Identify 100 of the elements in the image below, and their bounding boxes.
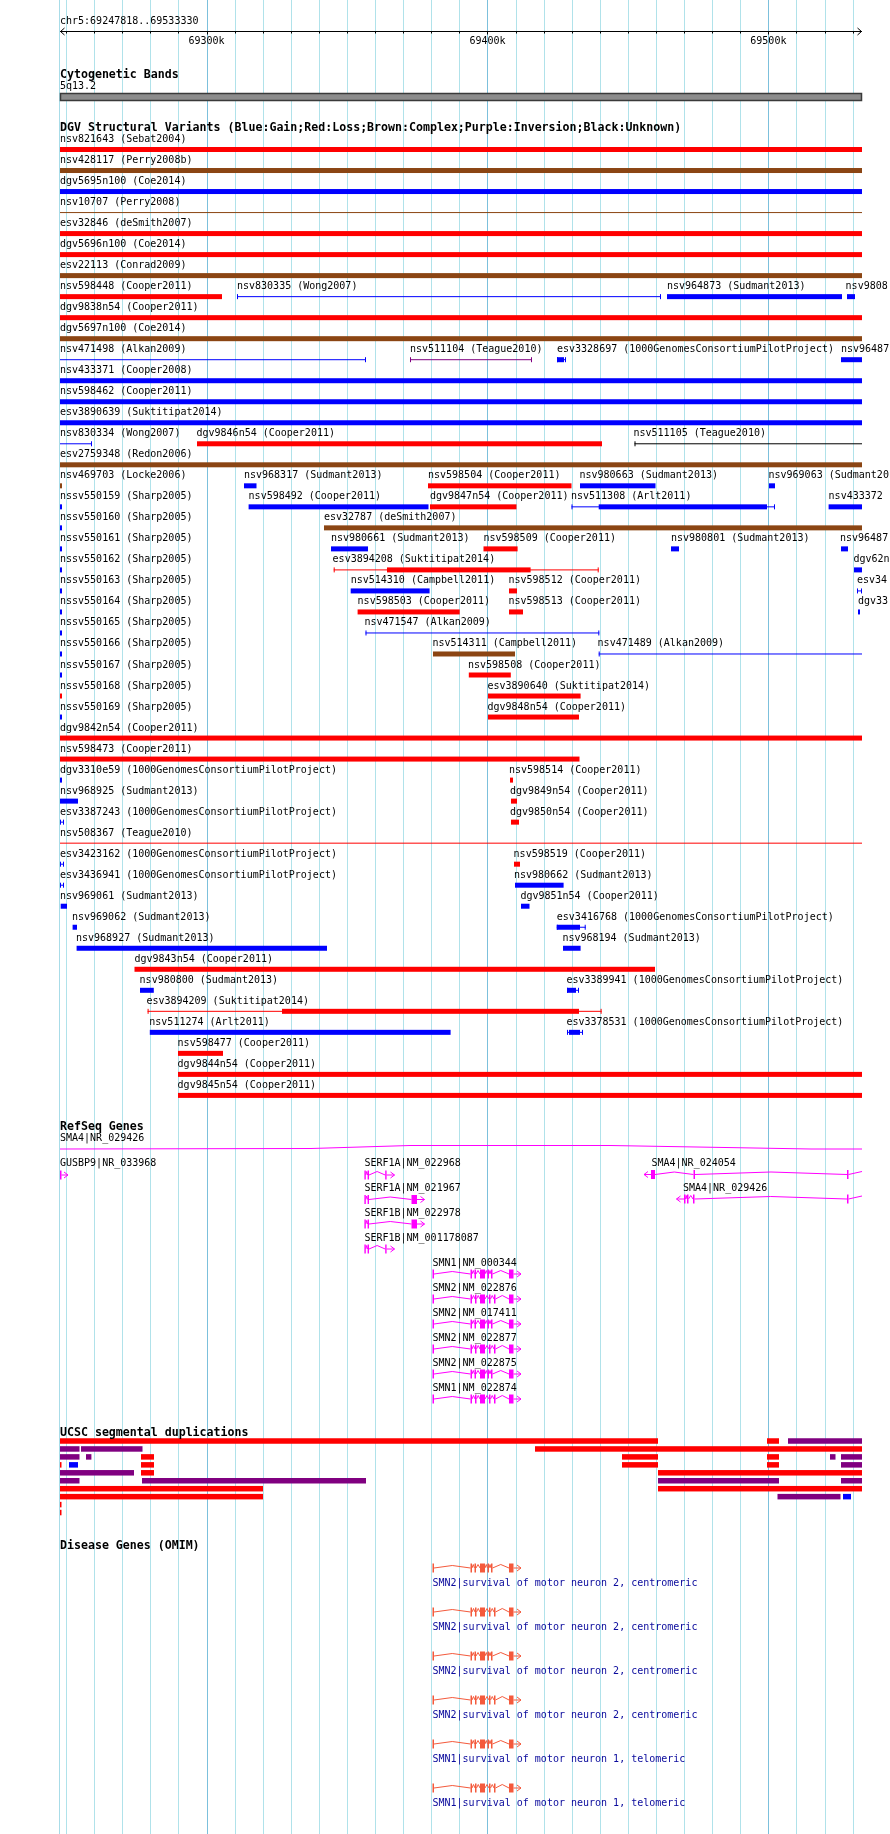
variant-label: nsv511308 (Arlt2011) <box>571 490 692 503</box>
variant-label: nsv980663 (Sudmant2013) <box>579 469 718 482</box>
track-heading: RefSeq Genes <box>60 1120 144 1132</box>
variant-label: nsv969062 (Sudmant2013) <box>72 910 211 923</box>
variant-label: nsv428117 (Perry2008b) <box>60 154 193 166</box>
variant-label: dgv9843n54 (Cooper2011) <box>134 952 273 965</box>
variant-label: nsv598504 (Cooper2011) <box>428 469 561 482</box>
gene-label: SERF1B|NM_022978 <box>364 1207 461 1219</box>
gene-label: SERF1B|NM_001178087 <box>364 1232 479 1244</box>
variant-label: nsv10707 (Perry2008) <box>60 196 181 209</box>
locus-label: chr5:69247818..69533330 <box>60 15 199 27</box>
variant-label: esv3416768 (1000GenomesConsortiumPilotProject) <box>556 910 834 923</box>
variant-label: nsv433372 <box>828 490 883 503</box>
variant-label: nssv550160 (Sharp2005) <box>60 511 193 524</box>
variant-label: dgv9850n54 (Cooper2011) <box>510 805 649 818</box>
variant-label: nssv550165 (Sharp2005) <box>60 616 193 629</box>
variant-label: esv3436941 (1000GenomesConsortiumPilotProject) <box>60 868 337 881</box>
variant-label: nsv433371 (Cooper2008) <box>60 364 193 377</box>
gene-label: SMA4|NR_024054 <box>651 1157 736 1169</box>
variant-label: nsv514310 (Campbell2011) <box>350 574 496 587</box>
variant-label: dgv9845n54 (Cooper2011) <box>177 1078 317 1091</box>
variant-label: nsv968317 (Sudmant2013) <box>244 469 383 482</box>
tick-label: 69300k <box>188 35 225 47</box>
variant-label: nsv969061 (Sudmant2013) <box>60 889 199 902</box>
variant-label: nsv511104 (Teague2010) <box>410 343 543 356</box>
variant-label: nssv550167 (Sharp2005) <box>60 658 193 671</box>
variant-label: nsv598519 (Cooper2011) <box>513 847 647 860</box>
variant-label: nsv471498 (Alkan2009) <box>60 343 187 356</box>
variant-label: nsv598492 (Cooper2011) <box>248 490 382 503</box>
gene-label: GUSBP9|NR_033968 <box>60 1157 157 1169</box>
variant-label: dgv9847n54 (Cooper2011) <box>430 490 569 503</box>
variant-label: nsv598508 (Cooper2011) <box>468 658 601 671</box>
variant-label: nsv96487 <box>840 532 889 545</box>
variant-label: esv2759348 (Redon2006) <box>60 448 193 461</box>
variant-label: nsv598513 (Cooper2011) <box>508 595 641 608</box>
variant-label: nsv968927 (Sudmant2013) <box>76 931 215 944</box>
disease-gene-label: SMN2|survival of motor neuron 2, centromeric <box>432 1665 698 1677</box>
gene-label: SMA4|NR_029426 <box>683 1182 768 1194</box>
variant-label: nsv598514 (Cooper2011) <box>509 763 642 776</box>
variant-label: nssv550163 (Sharp2005) <box>60 574 193 587</box>
variant-label: nssv550164 (Sharp2005) <box>60 595 193 608</box>
variant-label: dgv3310e59 (1000GenomesConsortiumPilotProject) <box>60 763 337 776</box>
gene-label: SERF1A|NM_021967 <box>364 1182 461 1194</box>
track-heading: Cytogenetic Bands <box>60 68 179 80</box>
disease-gene-label: SMN1|survival of motor neuron 1, telomeric <box>432 1797 686 1809</box>
variant-label: esv3378531 (1000GenomesConsortiumPilotProject) <box>566 1015 844 1028</box>
variant-label: nsv511105 (Teague2010) <box>633 427 766 440</box>
variant-label: nsv830334 (Wong2007) <box>60 427 181 440</box>
disease-gene-label: SMN1|survival of motor neuron 1, telomeric <box>432 1753 686 1765</box>
variant-label: esv3423162 (1000GenomesConsortiumPilotProject) <box>60 847 337 860</box>
variant-label: esv3894209 (Suktitipat2014) <box>146 994 309 1007</box>
variant-label: esv3389941 (1000GenomesConsortiumPilotProject) <box>566 973 844 986</box>
variant-label: esv22113 (Conrad2009) <box>60 259 187 272</box>
variant-label: nssv550169 (Sharp2005) <box>60 700 193 713</box>
variant-label: dgv9846n54 (Cooper2011) <box>196 427 335 440</box>
variant-label: nsv469703 (Locke2006) <box>60 469 187 482</box>
variant-label: nsv980800 (Sudmant2013) <box>139 973 279 986</box>
variant-label: nsv511274 (Arlt2011) <box>149 1015 270 1028</box>
variant-label: dgv62n <box>853 553 890 566</box>
gene-label: SMA4|NR_029426 <box>60 1132 145 1144</box>
variant-label: dgv5695n100 (Coe2014) <box>60 175 187 188</box>
variant-label: nsv598477 (Cooper2011) <box>177 1036 311 1049</box>
variant-label: nsv598462 (Cooper2011) <box>60 385 193 398</box>
variant-label: dgv9851n54 (Cooper2011) <box>520 889 659 902</box>
variant-label: nsv9808 <box>845 280 888 293</box>
disease-gene-label: SMN2|survival of motor neuron 2, centromeric <box>432 1577 698 1589</box>
variant-label: nsv969063 (Sudmant20 <box>768 469 889 482</box>
variant-label: nsv821643 (Sebat2004) <box>60 133 187 145</box>
variant-label: nsv598503 (Cooper2011) <box>357 595 491 608</box>
gene-label: SMN1|NM_000344 <box>432 1257 517 1269</box>
gene-label: SMN2|NM_017411 <box>432 1307 517 1319</box>
variant-label: esv32846 (deSmith2007) <box>60 217 193 230</box>
variant-label: esv3894208 (Suktitipat2014) <box>332 553 496 566</box>
gene-label: SMN2|NM_022876 <box>432 1282 517 1294</box>
variant-label: esv3328697 (1000GenomesConsortiumPilotProject) <box>557 343 834 356</box>
variant-label: esv34 <box>857 574 888 587</box>
variant-label: nssv550159 (Sharp2005) <box>60 490 193 503</box>
variant-label: dgv9848n54 (Cooper2011) <box>487 700 626 713</box>
variant-label: dgv9838n54 (Cooper2011) <box>60 301 199 314</box>
track-heading: DGV Structural Variants (Blue:Gain;Red:Loss;Brown:Complex;Purple:Inversion;Black:Unknown) <box>60 121 682 133</box>
variant-label: nssv550168 (Sharp2005) <box>60 679 193 692</box>
variant-label: nsv508367 (Teague2010) <box>60 826 193 839</box>
variant-label: dgv33 <box>858 595 889 608</box>
variant-label: nsv598473 (Cooper2011) <box>60 742 193 755</box>
track-heading: UCSC segmental duplications <box>60 1426 249 1438</box>
variant-label: nsv514311 (Campbell2011) <box>432 637 577 650</box>
variant-label: nssv550162 (Sharp2005) <box>60 553 193 566</box>
variant-label: esv3890640 (Suktitipat2014) <box>487 679 651 692</box>
gene-label: SMN2|NM_022875 <box>432 1357 517 1369</box>
variant-label: nsv968194 (Sudmant2013) <box>562 931 701 944</box>
variant-label: nsv598512 (Cooper2011) <box>508 574 641 587</box>
variant-label: nsv471547 (Alkan2009) <box>364 616 491 629</box>
variant-label: esv3890639 (Suktitipat2014) <box>60 406 223 419</box>
variant-label: esv3387243 (1000GenomesConsortiumPilotProject) <box>60 805 337 818</box>
disease-gene-label: SMN2|survival of motor neuron 2, centromeric <box>432 1621 698 1633</box>
variant-label: nsv968925 (Sudmant2013) <box>60 784 199 797</box>
variant-label: dgv9842n54 (Cooper2011) <box>60 721 199 734</box>
variant-label: nsv471489 (Alkan2009) <box>597 637 725 650</box>
variant-label: esv32787 (deSmith2007) <box>324 511 457 524</box>
variant-label: dgv9844n54 (Cooper2011) <box>177 1057 317 1070</box>
